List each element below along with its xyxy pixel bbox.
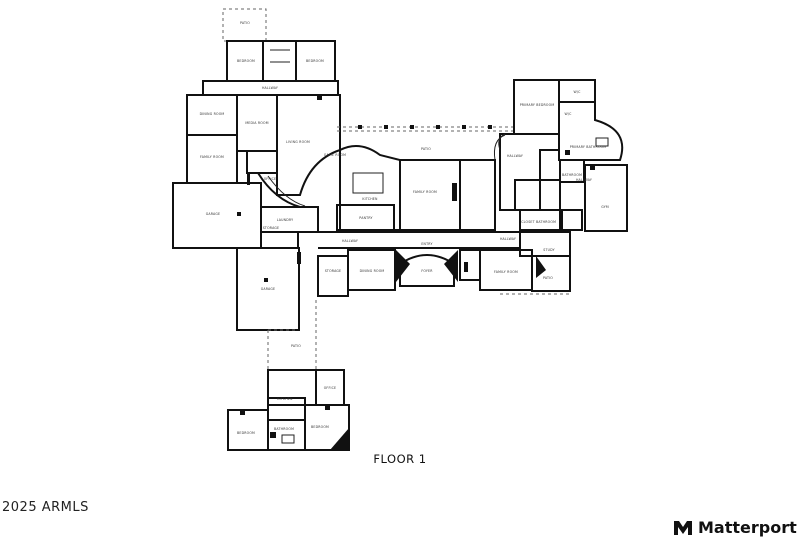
room-label: BATHROOM — [274, 427, 294, 431]
room-label: LAUNDRY — [277, 218, 294, 222]
room-label: BATHROOM — [536, 220, 556, 224]
room-label: HALLWAY — [500, 237, 516, 241]
room-label: GAME ROOM — [324, 153, 346, 157]
room-label: STORAGE — [325, 269, 342, 273]
room-label: STUDY — [543, 248, 555, 252]
room-label: BEDROOM — [237, 431, 255, 435]
room-label: OFFICE — [324, 386, 337, 390]
room-label: MEDIA ROOM — [245, 121, 268, 125]
front-section — [317, 249, 571, 297]
room-label: PANTRY — [359, 216, 372, 220]
copyright-text: 2025 ARMLS — [2, 500, 89, 515]
room-label: GYM — [601, 205, 609, 209]
room-label: BATHROOM — [562, 173, 582, 177]
room-label: W/C — [564, 112, 572, 116]
room-label: DINING ROOM — [360, 269, 385, 273]
room-label: KITCHEN — [277, 397, 293, 401]
room-label: OFFICE — [264, 177, 277, 181]
room-label: BEDROOM — [306, 59, 324, 63]
room-label: HALLWAY — [507, 154, 523, 158]
room-label: PATIO — [421, 147, 431, 151]
room-label: BEDROOM — [237, 59, 255, 63]
room-label: GARAGE — [261, 287, 276, 291]
room-label: PRIMARY BEDROOM — [520, 103, 555, 107]
room-label: PRIMARY BATHROOM — [570, 145, 607, 149]
central-section — [318, 125, 520, 249]
room-label: KITCHEN — [362, 197, 378, 201]
guest-house — [227, 369, 350, 451]
room-labels: PATIO BEDROOM BEDROOM HALLWAY DINING ROO… — [200, 21, 609, 435]
room-label: FAMILY ROOM — [494, 270, 518, 274]
room-label: PATIO — [240, 21, 250, 25]
room-label: W/C — [573, 90, 581, 94]
room-label: PATIO — [543, 276, 553, 280]
brand-name: Matterport — [698, 518, 797, 537]
room-label: STORAGE — [263, 226, 280, 230]
room-label: ENTRY — [421, 242, 432, 246]
room-label: CLOSET — [521, 220, 535, 224]
room-label: PATIO — [291, 344, 301, 348]
nw-wing — [202, 8, 339, 100]
room-label: DINING ROOM — [200, 112, 225, 116]
room-label: LIVING ROOM — [286, 140, 310, 144]
room-label: FOYER — [421, 269, 433, 273]
east-wing — [498, 79, 628, 257]
room-label: FAMILY ROOM — [200, 155, 224, 159]
walkway — [267, 300, 317, 370]
room-label: FAMILY ROOM — [413, 190, 437, 194]
room-label: BEDROOM — [311, 425, 329, 429]
matterport-logo-icon — [674, 520, 692, 535]
room-label: HALLWAY — [576, 178, 592, 182]
room-label: GARAGE — [206, 212, 221, 216]
room-label: HALLWAY — [342, 239, 358, 243]
room-label: HALLWAY — [262, 86, 278, 90]
brand-logo: Matterport — [674, 518, 797, 537]
floor-label: FLOOR 1 — [373, 452, 427, 466]
